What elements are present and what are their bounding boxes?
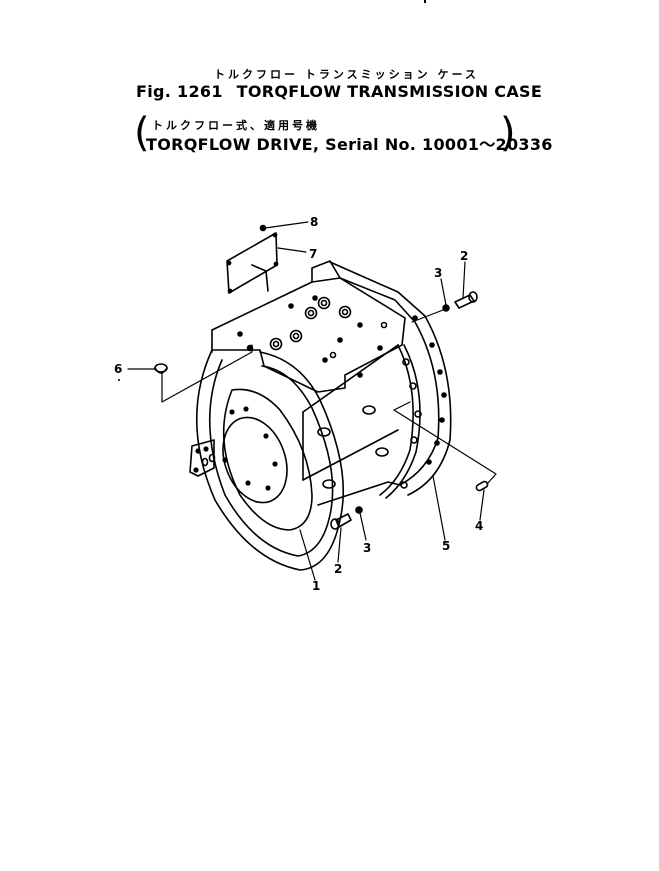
cover-plate	[226, 232, 279, 294]
dowel-pin-part-4	[475, 480, 489, 492]
subtitle-japanese: トルクフロー式、適用号機	[152, 119, 320, 132]
callout-5: 5	[442, 539, 450, 553]
callout-4: 4	[475, 519, 483, 533]
main-case-body	[302, 344, 401, 506]
bolt-washer-upper	[442, 291, 478, 312]
scan-mark	[424, 0, 426, 3]
figure-title: Fig. 1261 TORQFLOW TRANSMISSION CASE	[136, 82, 542, 101]
callout-2-upper: 2	[460, 249, 468, 263]
callout-8: 8	[310, 215, 318, 229]
japanese-title: トルクフロー トランスミッション ケース	[214, 68, 479, 81]
bolt-washer-lower	[330, 506, 363, 530]
figure-label: Fig. 1261	[136, 82, 223, 101]
callout-7: 7	[309, 247, 317, 261]
callout-1: 1	[312, 579, 320, 593]
top-housing	[211, 260, 406, 393]
plug-part-6	[154, 363, 168, 374]
callout-numbers: 8 7 6 3 2 2 3 5 4 1	[114, 215, 483, 593]
open-parenthesis: (	[134, 110, 150, 156]
callout-6: 6	[114, 362, 122, 376]
close-parenthesis: )	[500, 110, 516, 156]
subtitle: TORQFLOW DRIVE, Serial No. 10001～20336	[146, 135, 553, 154]
front-bell-housing	[189, 349, 345, 571]
callout-3-lower: 3	[363, 541, 371, 555]
scan-dot	[118, 379, 120, 381]
callout-2-lower: 2	[334, 562, 342, 576]
leader-lines	[127, 221, 497, 581]
figure-title-text: TORQFLOW TRANSMISSION CASE	[236, 82, 543, 101]
callout-3-upper: 3	[434, 266, 442, 280]
